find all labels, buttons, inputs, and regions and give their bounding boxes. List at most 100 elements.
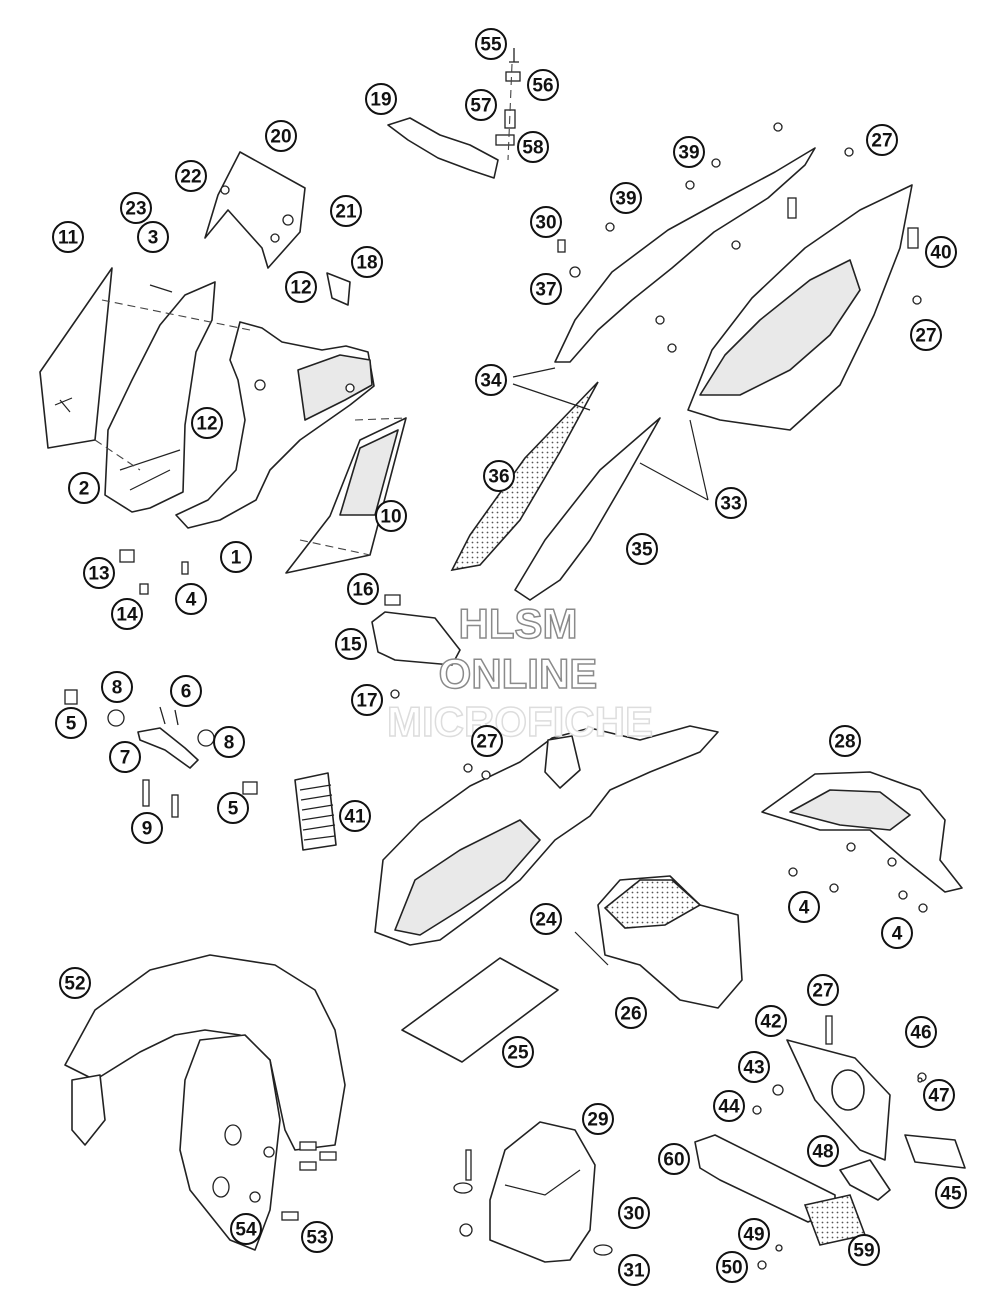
rear-hugger-group [453, 1121, 613, 1263]
callout-label: 53 [306, 1228, 327, 1249]
callout-circle [848, 1234, 880, 1266]
callout-circle [83, 557, 115, 589]
callout-19: 19 [365, 83, 397, 115]
callout-39: 39 [673, 136, 705, 168]
callout-label: 47 [928, 1086, 949, 1107]
rear-cowl-group [450, 122, 922, 601]
callout-circle [175, 160, 207, 192]
callout-circle [910, 319, 942, 351]
callout-27: 27 [866, 124, 898, 156]
callout-circle [131, 812, 163, 844]
callout-label: 39 [615, 189, 636, 210]
callout-5: 5 [55, 707, 87, 739]
callout-46: 46 [905, 1016, 937, 1048]
callout-label: 4 [799, 898, 810, 919]
callout-18: 18 [351, 246, 383, 278]
callout-label: 58 [522, 138, 543, 159]
front-fender-group [64, 954, 346, 1251]
callout-28: 28 [829, 725, 861, 757]
callout-circle [517, 131, 549, 163]
callout-circle [626, 533, 658, 565]
callout-circle [618, 1254, 650, 1286]
callout-circle [191, 407, 223, 439]
callout-label: 24 [535, 910, 557, 931]
callout-circle [483, 460, 515, 492]
callout-label: 40 [930, 243, 951, 264]
callout-26: 26 [615, 997, 647, 1029]
callout-10: 10 [375, 500, 407, 532]
callout-circle [330, 195, 362, 227]
callout-circle [881, 917, 913, 949]
callout-7: 7 [109, 741, 141, 773]
callout-circle [715, 487, 747, 519]
callout-label: 30 [623, 1204, 644, 1225]
callout-label: 50 [721, 1258, 742, 1279]
callout-label: 60 [663, 1150, 684, 1171]
callout-circle [339, 800, 371, 832]
callout-circle [527, 69, 559, 101]
callout-circle [301, 1221, 333, 1253]
callout-circle [137, 221, 169, 253]
callout-58: 58 [517, 131, 549, 163]
callout-label: 45 [940, 1184, 962, 1205]
callout-40: 40 [925, 236, 957, 268]
callout-circle [807, 974, 839, 1006]
callout-label: 27 [915, 326, 936, 347]
callout-label: 42 [760, 1012, 781, 1033]
callout-22: 22 [175, 160, 207, 192]
rear-inner-fender-group [374, 725, 743, 1063]
callout-label: 52 [64, 974, 85, 995]
callout-label: 12 [290, 278, 311, 299]
callout-circle [68, 472, 100, 504]
callout-circle [285, 271, 317, 303]
callout-label: 23 [125, 199, 146, 220]
callout-15: 15 [335, 628, 367, 660]
callout-21: 21 [330, 195, 362, 227]
callout-49: 49 [738, 1218, 770, 1250]
callout-label: 5 [228, 799, 239, 820]
callout-label: 11 [58, 228, 79, 249]
callout-57: 57 [465, 89, 497, 121]
callout-55: 55 [475, 28, 507, 60]
callout-circle [375, 500, 407, 532]
callout-label: 8 [224, 733, 235, 754]
callout-label: 28 [834, 732, 855, 753]
callout-label: 5 [66, 714, 77, 735]
callout-circle [658, 1143, 690, 1175]
callout-circle [213, 726, 245, 758]
callout-circle [471, 725, 503, 757]
callout-label: 35 [631, 540, 653, 561]
watermark-line-1: HLSM [459, 600, 578, 647]
callout-circle [475, 364, 507, 396]
callout-label: 17 [356, 691, 377, 712]
callout-12: 12 [285, 271, 317, 303]
callout-circle [807, 1135, 839, 1167]
callout-label: 57 [470, 96, 491, 117]
callout-24: 24 [530, 903, 562, 935]
callout-8: 8 [213, 726, 245, 758]
license-bracket-group [694, 1015, 966, 1270]
callout-4: 4 [175, 583, 207, 615]
callout-circle [530, 206, 562, 238]
callout-label: 19 [370, 90, 391, 111]
callout-label: 21 [335, 202, 357, 223]
callout-label: 26 [620, 1004, 641, 1025]
air-filter-group [294, 772, 337, 851]
callout-25: 25 [502, 1036, 534, 1068]
callout-label: 12 [196, 414, 217, 435]
callout-circle [170, 675, 202, 707]
callout-43: 43 [738, 1051, 770, 1083]
callout-label: 39 [678, 143, 699, 164]
watermark-line-2: ONLINE [439, 650, 598, 697]
callout-circle [925, 236, 957, 268]
callout-circle [217, 792, 249, 824]
callout-5: 5 [217, 792, 249, 824]
callout-8: 8 [101, 671, 133, 703]
callout-27: 27 [910, 319, 942, 351]
callout-circle [935, 1177, 967, 1209]
callout-label: 56 [532, 76, 553, 97]
callout-53: 53 [301, 1221, 333, 1253]
callout-37: 37 [530, 273, 562, 305]
callout-48: 48 [807, 1135, 839, 1167]
